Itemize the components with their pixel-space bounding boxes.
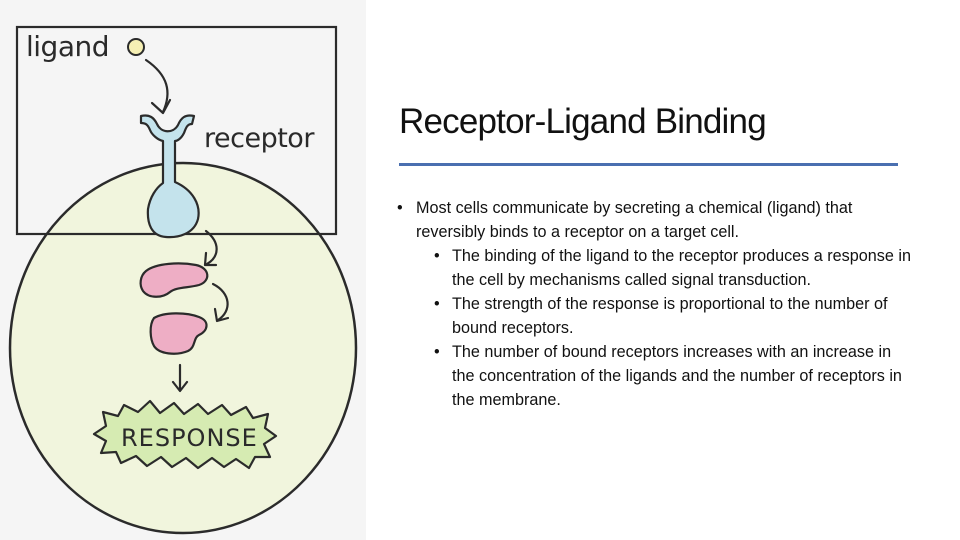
bullet-item: • Most cells communicate by secreting a … — [397, 196, 917, 244]
relay-protein-1 — [139, 262, 209, 298]
sub-bullet-item: • The strength of the response is propor… — [397, 292, 917, 340]
bullet-dot: • — [397, 199, 403, 217]
relay-protein-2 — [149, 312, 208, 355]
bullet-dot: • — [434, 247, 440, 265]
bullet-text: The strength of the response is proporti… — [452, 295, 888, 337]
bullet-text: The number of bound receptors increases … — [452, 343, 902, 409]
bullet-dot: • — [434, 295, 440, 313]
response-burst — [92, 399, 278, 470]
bullet-dot: • — [434, 343, 440, 361]
binding-arrowhead — [150, 98, 172, 115]
ligand-label: ligand — [26, 30, 109, 63]
receptor-ligand-diagram: ligand receptor RESPONSE — [8, 25, 358, 535]
ligand-molecule — [127, 38, 145, 56]
sub-bullet-item: • The number of bound receptors increase… — [397, 340, 917, 412]
bullet-text: Most cells communicate by secreting a ch… — [416, 199, 853, 241]
slide-title: Receptor-Ligand Binding — [399, 102, 767, 141]
receptor-label: receptor — [204, 123, 315, 154]
sub-bullet-item: • The binding of the ligand to the recep… — [397, 244, 917, 292]
response-arrowhead — [171, 380, 189, 393]
response-label: RESPONSE — [121, 424, 258, 452]
binding-arrow — [144, 58, 169, 114]
signal-arrowhead-1 — [203, 251, 218, 267]
signal-arrow-1 — [204, 229, 218, 266]
diagram-panel: ligand receptor RESPONSE — [0, 0, 366, 540]
signal-arrowhead-2 — [213, 307, 230, 323]
bullet-list: • Most cells communicate by secreting a … — [397, 196, 917, 412]
bullet-text: The binding of the ligand to the recepto… — [452, 247, 911, 289]
title-underline — [399, 163, 898, 166]
receptor-molecule — [139, 114, 200, 239]
signal-arrow-2 — [211, 282, 229, 322]
